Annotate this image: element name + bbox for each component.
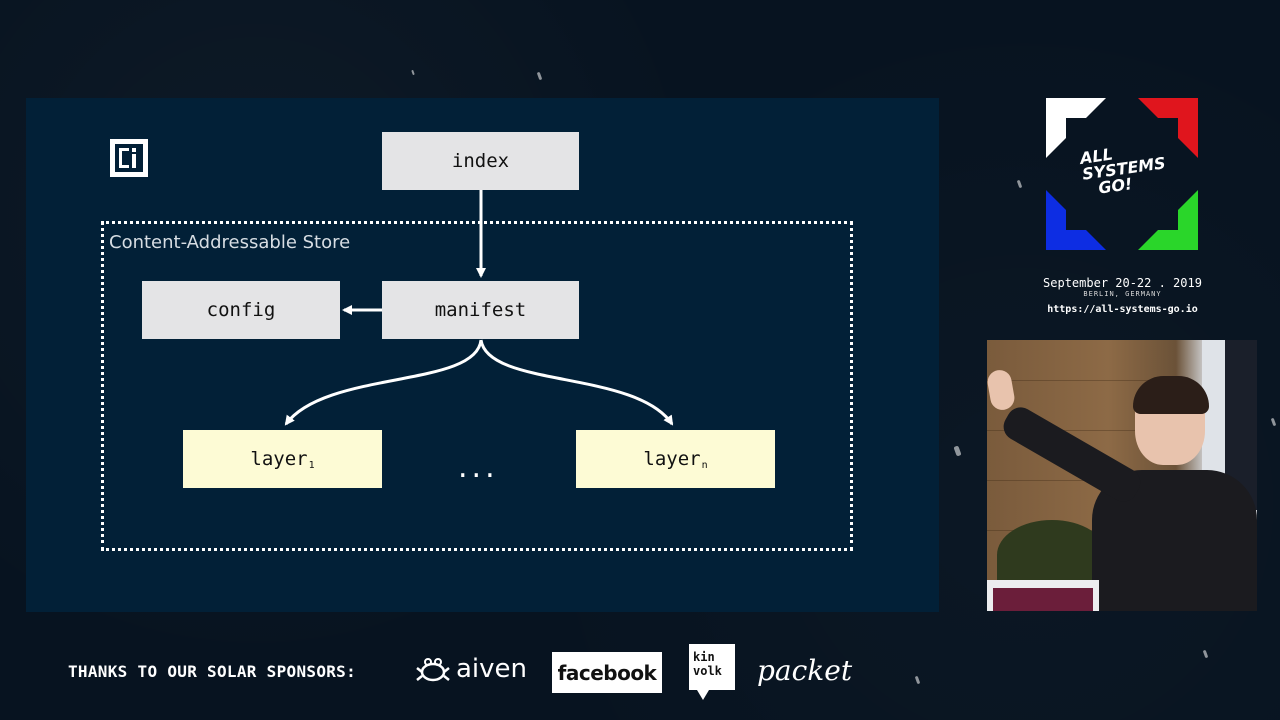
layer1-label: layer	[250, 448, 308, 470]
kinvolk-logo: kin volk	[689, 644, 735, 700]
layern-subscript: n	[701, 459, 708, 471]
snow-flake	[1270, 417, 1277, 427]
kinvolk-line-2: volk	[693, 664, 722, 678]
snow-flake	[411, 69, 415, 76]
diagram-arrows	[284, 190, 674, 426]
aiven-wordmark: aiven	[456, 654, 528, 684]
oci-logo-icon	[110, 139, 148, 177]
aiven-logo: aiven	[416, 654, 527, 684]
layern-label: layer	[643, 448, 701, 470]
crab-icon	[416, 658, 450, 682]
sponsors-label: THANKS TO OUR SOLAR SPONSORS:	[68, 662, 357, 681]
config-node: config	[142, 281, 340, 339]
layer1-subscript: 1	[308, 459, 315, 471]
snow-flake	[914, 675, 921, 685]
manifest-label: manifest	[434, 299, 527, 321]
snow-flake	[953, 445, 962, 457]
arrow-manifest-to-layer1	[284, 339, 483, 426]
ellipsis: ...	[458, 450, 499, 485]
event-date: September 20-22 . 2019	[1043, 276, 1202, 290]
snow-flake	[1202, 649, 1209, 659]
store-label: Content-Addressable Store	[109, 232, 351, 253]
all-systems-go-logo	[1046, 98, 1198, 250]
content-addressable-store-region	[101, 221, 853, 551]
event-url: https://all-systems-go.io	[1047, 304, 1198, 315]
speaker-video	[987, 340, 1257, 611]
slide: Content-Addressable Store index manifest…	[26, 98, 939, 612]
index-label: index	[451, 150, 510, 172]
arrow-manifest-to-layern	[479, 339, 674, 426]
facebook-logo: facebook	[552, 652, 662, 693]
packet-logo: packet	[757, 654, 853, 687]
event-location: BERLIN, GERMANY	[1083, 290, 1162, 298]
config-label: config	[206, 299, 276, 321]
index-node: index	[382, 132, 579, 190]
kinvolk-line-1: kin	[693, 650, 715, 664]
snow-flake	[1016, 179, 1023, 189]
manifest-node: manifest	[382, 281, 579, 339]
snow-flake	[536, 71, 543, 81]
